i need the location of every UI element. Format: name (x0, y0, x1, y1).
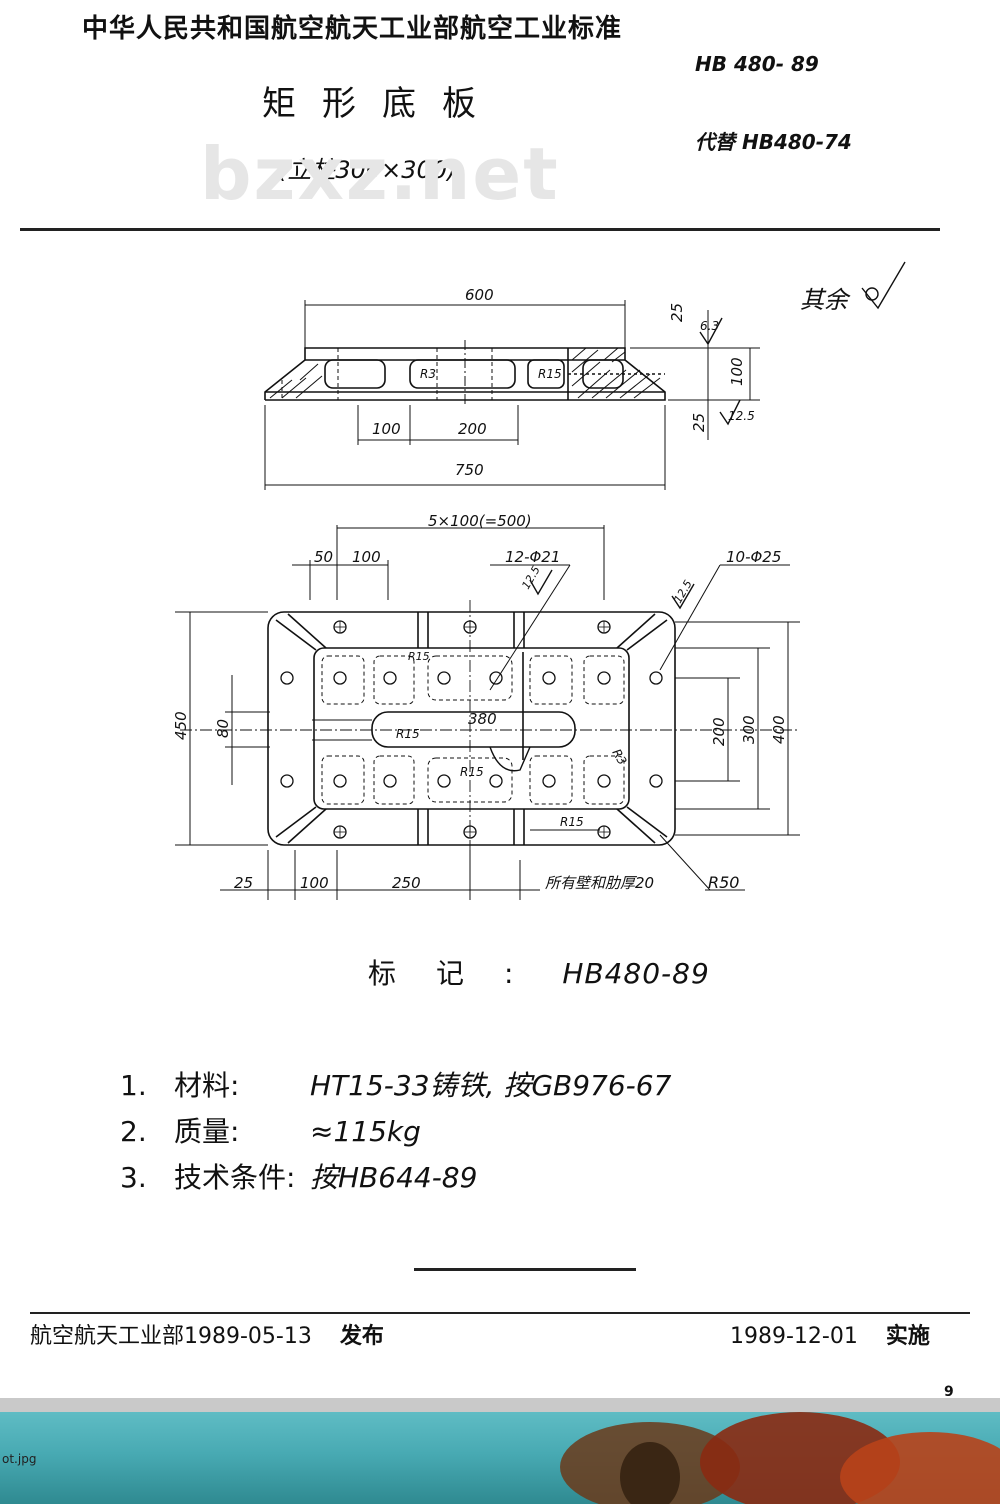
standard-organization: 中华人民共和国航空航天工业部航空工业标准 (82, 14, 623, 44)
roughness-hole1-label: 12.5 (519, 564, 543, 592)
issue-date: 航空航天工业部1989-05-13 (30, 1324, 312, 1349)
note-value: 按HB644-89 (310, 1161, 478, 1194)
dim-600: 600 (465, 286, 494, 304)
footer-issue: 航空航天工业部1989-05-13 发布 (30, 1318, 384, 1350)
marking-label: 标记: (368, 957, 554, 990)
end-rule (414, 1268, 636, 1271)
r3-plan: R3 (609, 747, 629, 768)
dim-300: 300 (740, 715, 758, 744)
hole-row-upper (280, 671, 663, 685)
dim-250: 250 (392, 874, 421, 892)
standard-code: HB 480- 89 (695, 52, 819, 76)
wall-thickness-note: 所有壁和肋厚20 (545, 874, 654, 892)
side-dimensions (264, 300, 760, 490)
footer-rule (30, 1312, 970, 1314)
implement-label: 实施 (885, 1324, 930, 1349)
r15-pocket: R15 (460, 765, 484, 779)
footer-effective: 1989-12-01 实施 (730, 1318, 930, 1350)
r15-upper: R15 (408, 650, 430, 663)
r3-side: R3 (420, 367, 436, 381)
publish-label: 发布 (339, 1324, 384, 1349)
plan-view (180, 600, 800, 860)
section-hatching (269, 347, 661, 399)
viewer-scrollbar[interactable] (0, 1398, 1000, 1412)
note-label: 材料: (174, 1069, 240, 1102)
dim-80: 80 (214, 719, 232, 738)
document-subtitle: (立柱300×300) (278, 156, 457, 184)
dim-25c: 25 (234, 874, 253, 892)
plan-dimensions (175, 525, 800, 900)
roughness-top-label: 6.3 (700, 319, 719, 333)
note-mass: 2. 质量: ≈115kg (120, 1110, 421, 1150)
dim-100a: 100 (372, 420, 401, 438)
dim-100b: 100 (352, 548, 381, 566)
dim-400: 400 (770, 715, 788, 744)
page-number: 9 (944, 1384, 954, 1400)
note-value: ≈115kg (310, 1115, 421, 1148)
replaces-code: 代替 HB480-74 (695, 130, 852, 154)
note-number: 3. (120, 1161, 147, 1194)
dim-25b: 25 (690, 413, 708, 432)
technical-drawing: 其余 6.3 12.5 600 750 100 200 25 100 25 R1… (172, 261, 906, 900)
effective-date: 1989-12-01 (730, 1324, 858, 1349)
dim-5x100: 5×100(=500) (428, 512, 532, 530)
note-number: 2. (120, 1115, 147, 1148)
roughness-hole2-label: 12.5 (671, 578, 695, 606)
r50-label: R50 (708, 873, 739, 892)
watermark: bzxz.net (200, 132, 560, 216)
document-title: 矩形底板 (262, 84, 502, 124)
holes-small-label: 12-Φ21 (505, 548, 560, 566)
marking-value: HB480-89 (562, 957, 710, 990)
note-material: 1. 材料: HT15-33铸铁, 按GB976-67 (120, 1064, 671, 1104)
r15-rib: R15 (560, 815, 584, 829)
holes-large-label: 10-Φ25 (726, 548, 781, 566)
dim-100c: 100 (300, 874, 329, 892)
dim-50: 50 (314, 548, 333, 566)
dim-100v: 100 (728, 357, 746, 386)
bolt-holes (280, 620, 663, 839)
marking: 标记: HB480-89 (368, 952, 710, 992)
note-technical-conditions: 3. 技术条件: 按HB644-89 (120, 1156, 477, 1196)
surface-roughness-symbols (529, 261, 906, 610)
dim-380: 380 (468, 710, 497, 728)
note-number: 1. (120, 1069, 147, 1102)
header-rule (20, 228, 940, 231)
hole-row-lower (280, 774, 663, 788)
note-value: HT15-33铸铁, 按GB976-67 (310, 1069, 672, 1102)
desktop-wallpaper (0, 1412, 1000, 1504)
dim-450: 450 (172, 711, 190, 740)
note-label: 技术条件: (174, 1161, 296, 1194)
desktop-file-label[interactable]: ot.jpg (2, 1452, 37, 1466)
dim-200a: 200 (458, 420, 487, 438)
surface-note: 其余 (800, 286, 851, 314)
dim-25a: 25 (668, 303, 686, 322)
dim-750: 750 (455, 461, 484, 479)
roughness-bottom-label: 12.5 (728, 409, 755, 423)
dim-200b: 200 (710, 717, 728, 746)
note-label: 质量: (174, 1115, 240, 1148)
side-view (264, 340, 666, 405)
r15-side: R15 (538, 367, 562, 381)
r15-slot: R15 (396, 727, 420, 741)
